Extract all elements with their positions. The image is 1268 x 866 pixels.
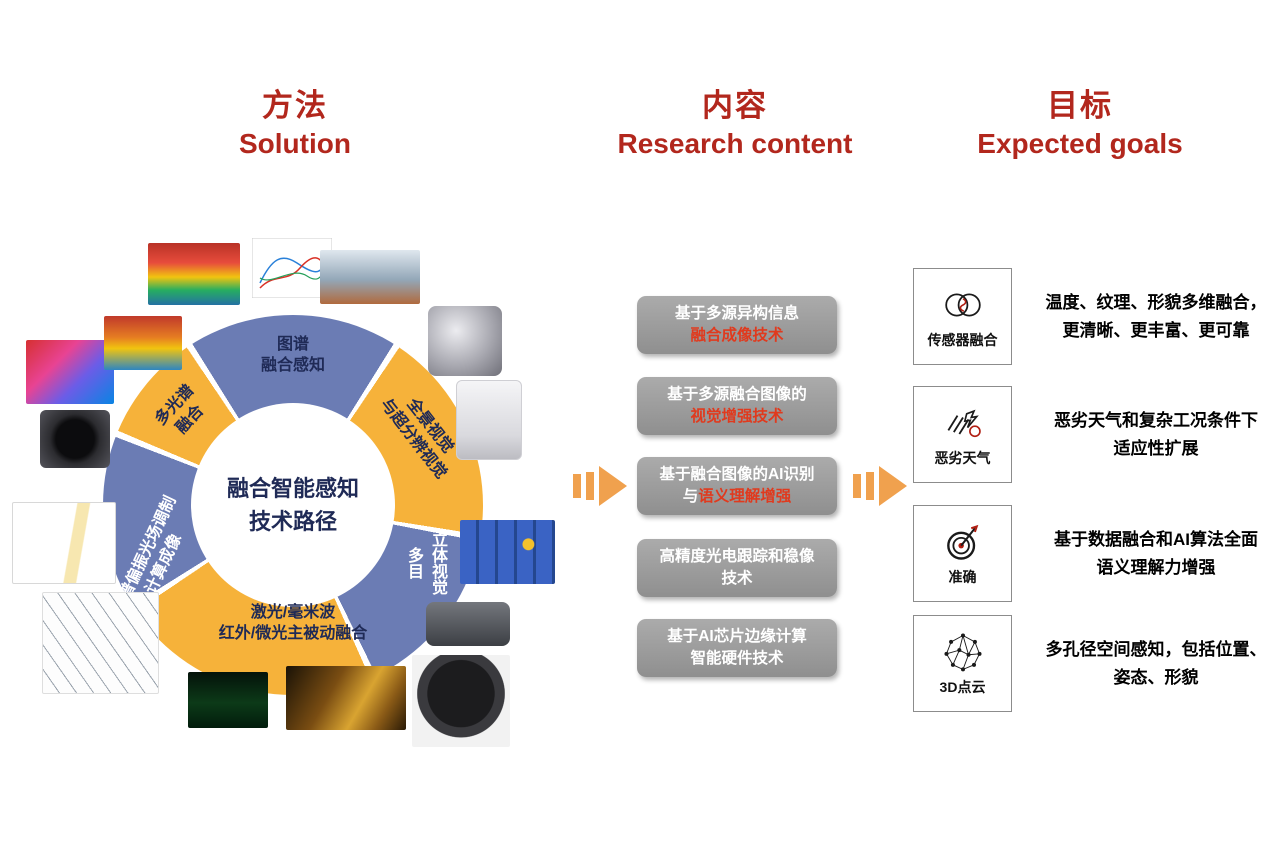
arrow-head-icon bbox=[879, 466, 907, 506]
photo-optics-diagram bbox=[12, 502, 116, 584]
goal-text-line: 多孔径空间感知，包括位置、 bbox=[1045, 640, 1267, 660]
segment-spectrum-fusion-perception: 图谱 融合感知 bbox=[103, 335, 483, 377]
photo-panoramic-camera-cluster bbox=[428, 306, 502, 376]
donut-center-line1: 融合智能感知 bbox=[226, 476, 359, 501]
research-line2-red: 融合成像技术 bbox=[690, 327, 784, 344]
photo-stereo-camera bbox=[426, 602, 510, 646]
goal-text-line: 适应性扩展 bbox=[1113, 438, 1199, 458]
solution-donut: 融合智能感知 技术路径 图谱 融合感知 全景视觉 与超分辨视觉 多目 立体视觉 … bbox=[103, 315, 483, 695]
content-title-cn: 内容 bbox=[702, 88, 768, 123]
goal-row-bad-weather: 恶劣天气 恶劣天气和复杂工况条件下 适应性扩展 bbox=[913, 386, 1268, 483]
sensor-fusion-icon bbox=[944, 293, 981, 317]
goal-text-line: 温度、纹理、形貌多维融合， bbox=[1045, 293, 1267, 313]
photo-optical-path-diagram bbox=[42, 592, 159, 694]
research-line1: 基于多源融合图像的 bbox=[667, 385, 807, 403]
segment-label-line: 融合感知 bbox=[260, 356, 325, 374]
research-line2: 技术 bbox=[639, 568, 835, 590]
goal-text-line: 姿态、形貌 bbox=[1113, 667, 1199, 687]
goal-text-line: 基于数据融合和AI算法全面 bbox=[1054, 530, 1258, 550]
goal-text-line: 语义理解力增强 bbox=[1096, 557, 1216, 577]
donut-center-line2: 技术路径 bbox=[248, 509, 337, 534]
segment-label-line: 激光/毫米波 bbox=[250, 604, 336, 621]
photo-white-camera bbox=[456, 380, 522, 460]
solution-title-cn: 方法 bbox=[262, 88, 328, 123]
research-line2-white: 智能硬件技术 bbox=[690, 650, 784, 667]
solution-title-en: Solution bbox=[239, 128, 351, 159]
research-line2: 智能硬件技术 bbox=[639, 648, 835, 670]
arrow-bar bbox=[573, 474, 581, 498]
research-item-fusion-imaging: 基于多源异构信息 融合成像技术 bbox=[637, 296, 837, 354]
segment-laser-mmwave-infrared: 激光/毫米波 红外/微光主被动融合 bbox=[103, 603, 483, 645]
photo-night-vision bbox=[188, 672, 268, 728]
goal-label: 准确 bbox=[948, 569, 977, 585]
research-line2-white: 技术 bbox=[721, 570, 753, 587]
goals-header: 目标 Expected goals bbox=[940, 80, 1220, 160]
arrow-solution-to-content bbox=[573, 466, 627, 506]
point-cloud-icon bbox=[943, 633, 982, 672]
segment-multi-view-stereo: 多目 立体视觉 bbox=[401, 531, 449, 595]
arrow-bar bbox=[853, 474, 861, 498]
research-item-ai-recognition: 基于融合图像的AI识别 与语义理解增强 bbox=[637, 457, 837, 515]
arrow-bar bbox=[866, 472, 874, 500]
photo-spectral-berries-small bbox=[104, 316, 182, 370]
goal-box-accuracy: 准确 bbox=[913, 505, 1012, 602]
photo-spectral-curves-chart bbox=[251, 237, 333, 299]
segment-label-line: 立体视觉 bbox=[429, 531, 446, 595]
goal-text-line: 更清晰、更丰富、更可靠 bbox=[1062, 320, 1250, 340]
goal-row-point-cloud: 3D点云 多孔径空间感知，包括位置、 姿态、形貌 bbox=[913, 615, 1268, 712]
segment-label-line: 多目 bbox=[405, 547, 422, 579]
content-header: 内容 Research content bbox=[585, 80, 885, 160]
arrow-head-icon bbox=[599, 466, 627, 506]
goal-label: 3D点云 bbox=[939, 679, 986, 695]
arrow-content-to-goals bbox=[853, 466, 907, 506]
arrow-bar bbox=[586, 472, 594, 500]
research-line2: 与语义理解增强 bbox=[639, 486, 835, 508]
photo-thermal-fusion bbox=[286, 666, 406, 730]
research-line2: 融合成像技术 bbox=[639, 325, 835, 347]
goal-text-sensor-fusion: 温度、纹理、形貌多维融合， 更清晰、更丰富、更可靠 bbox=[1036, 289, 1268, 343]
goal-row-sensor-fusion: 传感器融合 温度、纹理、形貌多维融合， 更清晰、更丰富、更可靠 bbox=[913, 268, 1268, 365]
goal-text-line: 恶劣天气和复杂工况条件下 bbox=[1054, 411, 1258, 431]
solution-header: 方法 Solution bbox=[165, 80, 425, 160]
research-line2-red: 视觉增强技术 bbox=[690, 408, 784, 425]
goals-title-cn: 目标 bbox=[1047, 88, 1113, 123]
bad-weather-icon bbox=[947, 409, 981, 438]
research-line1: 基于多源异构信息 bbox=[674, 304, 799, 322]
research-line1: 基于AI芯片边缘计算 bbox=[667, 627, 807, 645]
research-item-visual-enhancement: 基于多源融合图像的 视觉增强技术 bbox=[637, 377, 837, 435]
photo-lidar-blue-boxes bbox=[460, 520, 555, 584]
photo-industrial-pipeline bbox=[320, 250, 420, 304]
goals-title-en: Expected goals bbox=[977, 128, 1183, 159]
goal-label: 传感器融合 bbox=[927, 332, 998, 348]
research-line2-red: 语义理解增强 bbox=[698, 488, 792, 505]
goal-text-bad-weather: 恶劣天气和复杂工况条件下 适应性扩展 bbox=[1036, 407, 1268, 461]
goal-row-accuracy: 准确 基于数据融合和AI算法全面 语义理解力增强 bbox=[913, 505, 1268, 602]
goal-box-sensor-fusion: 传感器融合 bbox=[913, 268, 1012, 365]
goal-text-accuracy: 基于数据融合和AI算法全面 语义理解力增强 bbox=[1036, 526, 1268, 580]
content-title-en: Research content bbox=[617, 128, 853, 159]
research-item-photoelectric-tracking: 高精度光电跟踪和稳像 技术 bbox=[637, 539, 837, 597]
donut-center: 融合智能感知 技术路径 bbox=[191, 403, 395, 607]
research-line2: 视觉增强技术 bbox=[639, 406, 835, 428]
segment-label-line: 图谱 bbox=[276, 336, 309, 353]
photo-spectral-berries bbox=[148, 243, 240, 305]
accuracy-target-icon bbox=[946, 524, 978, 560]
research-item-ai-chip-edge-computing: 基于AI芯片边缘计算 智能硬件技术 bbox=[637, 619, 837, 677]
photo-spectral-map bbox=[26, 340, 114, 404]
segment-label-line: 红外/微光主被动融合 bbox=[218, 624, 368, 642]
research-line1: 基于融合图像的AI识别 bbox=[659, 465, 815, 483]
photo-gimbal-camera bbox=[412, 655, 510, 747]
goal-box-point-cloud: 3D点云 bbox=[913, 615, 1012, 712]
goal-box-bad-weather: 恶劣天气 bbox=[913, 386, 1012, 483]
goal-label: 恶劣天气 bbox=[934, 450, 991, 466]
research-line1: 高精度光电跟踪和稳像 bbox=[659, 547, 815, 565]
photo-camera-lens bbox=[40, 410, 110, 468]
research-line2-white: 与 bbox=[682, 488, 699, 505]
goal-text-point-cloud: 多孔径空间感知，包括位置、 姿态、形貌 bbox=[1036, 636, 1268, 690]
